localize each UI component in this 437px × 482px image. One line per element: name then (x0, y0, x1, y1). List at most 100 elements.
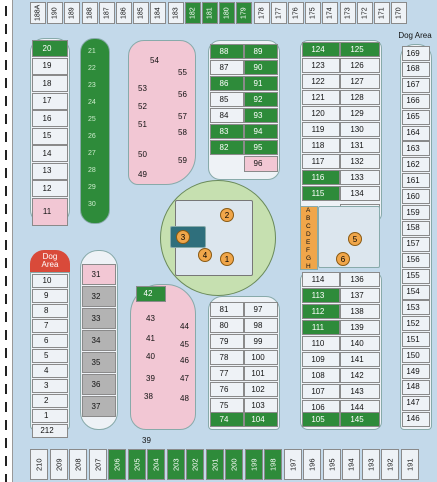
lot-36[interactable]: 36 (82, 374, 116, 395)
lot-99[interactable]: 99 (244, 334, 278, 349)
lot-100[interactable]: 100 (244, 350, 278, 365)
lot-28[interactable]: 28 (88, 167, 96, 174)
lot-159[interactable]: 159 (402, 205, 430, 220)
lot-155[interactable]: 155 (402, 268, 430, 284)
lot-103[interactable]: 103 (244, 398, 278, 413)
lot-204[interactable]: 204 (147, 449, 165, 480)
lot-149[interactable]: 149 (402, 364, 430, 379)
lot-132[interactable]: 132 (340, 154, 380, 169)
lot-9[interactable]: 9 (32, 289, 68, 303)
lot-40[interactable]: 40 (146, 352, 155, 361)
lot-83[interactable]: 83 (210, 124, 244, 139)
lot-29[interactable]: 29 (88, 184, 96, 191)
lot-151[interactable]: 151 (402, 332, 430, 348)
lot-58[interactable]: 58 (178, 128, 187, 137)
lot-150[interactable]: 150 (402, 348, 430, 364)
lot-175[interactable]: 175 (305, 2, 322, 24)
lot-93[interactable]: 93 (244, 108, 278, 123)
lot-56[interactable]: 56 (178, 90, 187, 99)
lot-119[interactable]: 119 (302, 122, 340, 137)
lot-110[interactable]: 110 (302, 336, 340, 351)
lot-148[interactable]: 148 (402, 379, 430, 395)
lot-189[interactable]: 189 (64, 2, 81, 24)
lot-203[interactable]: 203 (166, 449, 185, 480)
lot-125[interactable]: 125 (340, 42, 380, 57)
lot-123[interactable]: 123 (302, 58, 340, 73)
lot-194[interactable]: 194 (342, 449, 360, 480)
lot-153[interactable]: 153 (402, 300, 430, 316)
lot-5[interactable]: 5 (32, 349, 68, 363)
lot-94[interactable]: 94 (244, 124, 278, 139)
lot-167[interactable]: 167 (402, 77, 430, 93)
lot-7[interactable]: 7 (32, 319, 68, 333)
lot-92[interactable]: 92 (244, 92, 278, 107)
lot-207[interactable]: 207 (88, 449, 107, 480)
lot-115[interactable]: 115 (302, 186, 340, 201)
lot-130[interactable]: 130 (340, 122, 380, 137)
lot-134[interactable]: 134 (340, 186, 380, 201)
lot-114[interactable]: 114 (302, 272, 340, 287)
lot-106[interactable]: 106 (302, 400, 340, 415)
lot-1[interactable]: 1 (32, 409, 68, 423)
lot-52[interactable]: 52 (138, 102, 147, 111)
facility-5[interactable]: 5 (348, 232, 362, 246)
lot-49[interactable]: 49 (138, 170, 147, 179)
lot-164[interactable]: 164 (402, 125, 430, 141)
lot-197[interactable]: 197 (283, 449, 302, 480)
lot-205[interactable]: 205 (127, 449, 146, 480)
lot-14[interactable]: 14 (32, 145, 68, 162)
lot-82[interactable]: 82 (210, 140, 244, 155)
lot-6[interactable]: 6 (32, 334, 68, 348)
lot-113[interactable]: 113 (302, 288, 340, 303)
lot-3[interactable]: 3 (32, 379, 68, 393)
lot-198[interactable]: 198 (264, 449, 282, 480)
lot-201[interactable]: 201 (205, 449, 224, 480)
lot-17[interactable]: 17 (32, 92, 68, 110)
lot-101[interactable]: 101 (244, 366, 278, 381)
lot-161[interactable]: 161 (402, 173, 430, 189)
lot-42[interactable]: 42 (136, 286, 166, 302)
lot-38[interactable]: 38 (144, 392, 153, 401)
lot-95[interactable]: 95 (244, 140, 278, 155)
lot-16[interactable]: 16 (32, 110, 68, 127)
lot-12[interactable]: 12 (32, 180, 68, 197)
lot-54[interactable]: 54 (150, 56, 159, 65)
lot-174[interactable]: 174 (322, 2, 339, 24)
lot-102[interactable]: 102 (244, 382, 278, 397)
lot-104[interactable]: 104 (244, 412, 278, 427)
lot-74[interactable]: 74 (210, 412, 244, 427)
lot-11[interactable]: 11 (32, 197, 68, 226)
lot-154[interactable]: 154 (402, 284, 430, 300)
lot-96[interactable]: 96 (244, 156, 278, 172)
lot-88[interactable]: 88 (210, 44, 244, 59)
lot-57[interactable]: 57 (178, 112, 187, 121)
lot-182[interactable]: 182 (184, 2, 201, 24)
lot-158[interactable]: 158 (402, 220, 430, 236)
lot-117[interactable]: 117 (302, 154, 340, 169)
lot-13[interactable]: 13 (32, 162, 68, 180)
lot-147[interactable]: 147 (402, 395, 430, 411)
lot-188A[interactable]: 188A (30, 2, 46, 24)
lot-85[interactable]: 85 (210, 92, 244, 107)
lot-143[interactable]: 143 (340, 384, 380, 399)
lot-34[interactable]: 34 (82, 330, 116, 351)
lot-212[interactable]: 212 (32, 424, 68, 438)
lot-18[interactable]: 18 (32, 75, 68, 92)
lot-191[interactable]: 191 (400, 449, 419, 480)
lot-87[interactable]: 87 (210, 60, 244, 75)
lot-25[interactable]: 25 (88, 116, 96, 123)
lot-46[interactable]: 46 (180, 356, 189, 365)
lot-37[interactable]: 37 (82, 396, 116, 417)
lot-53[interactable]: 53 (138, 84, 147, 93)
lot-196[interactable]: 196 (303, 449, 321, 480)
lot-156[interactable]: 156 (402, 252, 430, 268)
lot-26[interactable]: 26 (88, 133, 96, 140)
lot-39[interactable]: 39 (146, 374, 155, 383)
lot-200[interactable]: 200 (225, 449, 243, 480)
lot-86[interactable]: 86 (210, 76, 244, 91)
lot-168[interactable]: 168 (402, 61, 430, 77)
lot-59[interactable]: 59 (178, 156, 187, 165)
lot-43[interactable]: 43 (146, 314, 155, 323)
lot-195[interactable]: 195 (322, 449, 341, 480)
lot-145[interactable]: 145 (340, 412, 380, 427)
